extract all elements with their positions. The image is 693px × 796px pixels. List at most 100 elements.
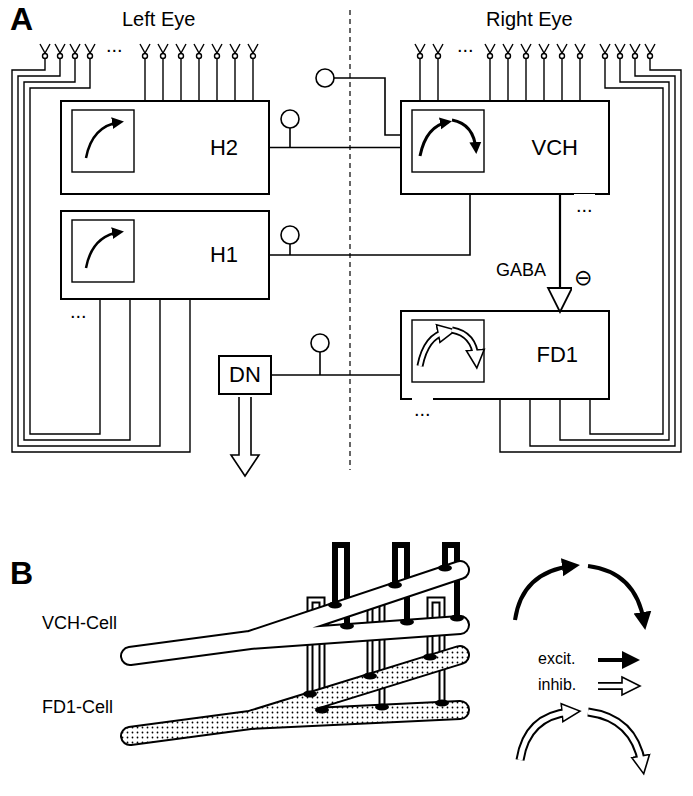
- receptor-wire: [24, 58, 130, 440]
- photoreceptor: [197, 54, 202, 59]
- photoreceptor: [436, 54, 441, 59]
- output-arrow: [231, 397, 259, 476]
- axon-connector: [270, 147, 400, 149]
- transmitter-label: GABA: [494, 261, 548, 281]
- node-label: H2: [210, 135, 238, 161]
- axon-connector: [272, 374, 400, 376]
- photoreceptor: [233, 54, 238, 59]
- receptor-wire: [560, 58, 669, 440]
- photoreceptor: [615, 44, 625, 53]
- neuron-box: H2: [60, 100, 270, 195]
- node-label: H1: [210, 242, 238, 268]
- receptor-wires: [12, 44, 681, 452]
- photoreceptor: [248, 44, 258, 53]
- photoreceptor: [648, 54, 653, 59]
- inhibition-sign: ⊖: [572, 266, 594, 290]
- receptor-wire: [18, 58, 160, 446]
- photoreceptor: [40, 44, 50, 53]
- cell-bodies: [281, 69, 400, 375]
- receptor-wire: [489, 58, 490, 100]
- cell-label: VCH-Cell: [40, 614, 119, 634]
- panel-letter: A: [8, 2, 35, 37]
- photoreceptor: [433, 44, 443, 53]
- photoreceptor: [230, 44, 240, 53]
- cell-label: FD1-Cell: [40, 698, 115, 718]
- photoreceptor: [560, 54, 565, 59]
- ellipsis: ...: [455, 34, 476, 56]
- photoreceptor: [557, 44, 567, 53]
- photoreceptor: [212, 44, 222, 53]
- photoreceptor: [143, 54, 148, 59]
- photoreceptor: [575, 44, 585, 53]
- photoreceptor: [506, 54, 511, 59]
- photoreceptor: [158, 44, 168, 53]
- neuron-box: FD1: [400, 310, 610, 400]
- photoreceptor: [415, 44, 425, 53]
- eye-label: Right Eye: [484, 8, 575, 30]
- field-icons: [72, 110, 484, 382]
- photoreceptor: [418, 54, 423, 59]
- receptor-wire: [252, 58, 253, 100]
- direction-arrows: [515, 566, 644, 764]
- axon-connector: [270, 195, 470, 255]
- photoreceptor: [542, 54, 547, 59]
- photoreceptor: [161, 54, 166, 59]
- legend-text: inhib.: [536, 676, 578, 694]
- node-label: DN: [229, 362, 261, 388]
- receptor-wire: [419, 58, 420, 100]
- photoreceptor: [176, 44, 186, 53]
- photoreceptor: [645, 44, 655, 53]
- photoreceptor: [630, 44, 640, 53]
- ellipsis: ...: [412, 398, 433, 420]
- photoreceptor: [85, 44, 95, 53]
- photoreceptor: [140, 44, 150, 53]
- photoreceptor: [73, 54, 78, 59]
- receptor-wire: [543, 58, 544, 100]
- synapse-dots: [303, 565, 464, 714]
- receptor-wire: [525, 58, 526, 100]
- receptor-wire: [12, 58, 190, 452]
- neuron-box: H1: [60, 210, 270, 300]
- receptor-wire: [216, 58, 217, 100]
- dendrite-tubes: [130, 570, 460, 736]
- ellipsis: ...: [104, 34, 125, 56]
- photoreceptor: [633, 54, 638, 59]
- receptor-wire: [437, 58, 438, 100]
- midline: [349, 10, 350, 470]
- receptor-wire: [162, 58, 163, 100]
- receptor-wire: [530, 58, 675, 446]
- photoreceptor: [503, 44, 513, 53]
- receptor-wire: [198, 58, 199, 100]
- node-label: VCH: [532, 135, 578, 161]
- node-label: FD1: [536, 342, 578, 368]
- photoreceptor: [70, 44, 80, 53]
- photoreceptor: [488, 54, 493, 59]
- photoreceptor: [179, 54, 184, 59]
- photoreceptor: [485, 44, 495, 53]
- ellipsis: ...: [574, 194, 595, 216]
- photoreceptor: [88, 54, 93, 59]
- photoreceptor: [43, 54, 48, 59]
- photoreceptor: [539, 44, 549, 53]
- photoreceptor: [58, 54, 63, 59]
- receptor-wire: [234, 58, 235, 100]
- receptor-wire: [579, 58, 580, 100]
- receptor-wire: [180, 58, 181, 100]
- photoreceptor: [521, 44, 531, 53]
- photoreceptor: [55, 44, 65, 53]
- panel-letter: B: [8, 556, 35, 591]
- receptor-wire: [500, 58, 681, 452]
- photoreceptor: [618, 54, 623, 59]
- receptor-wire: [561, 58, 562, 100]
- neuron-box: VCH: [400, 100, 610, 195]
- ellipsis: ...: [68, 300, 89, 322]
- photoreceptor: [524, 54, 529, 59]
- photoreceptor: [251, 54, 256, 59]
- photoreceptor: [194, 44, 204, 53]
- photoreceptor: [603, 54, 608, 59]
- photoreceptor: [600, 44, 610, 53]
- legend-text: excit.: [536, 650, 577, 668]
- photoreceptor: [578, 54, 583, 59]
